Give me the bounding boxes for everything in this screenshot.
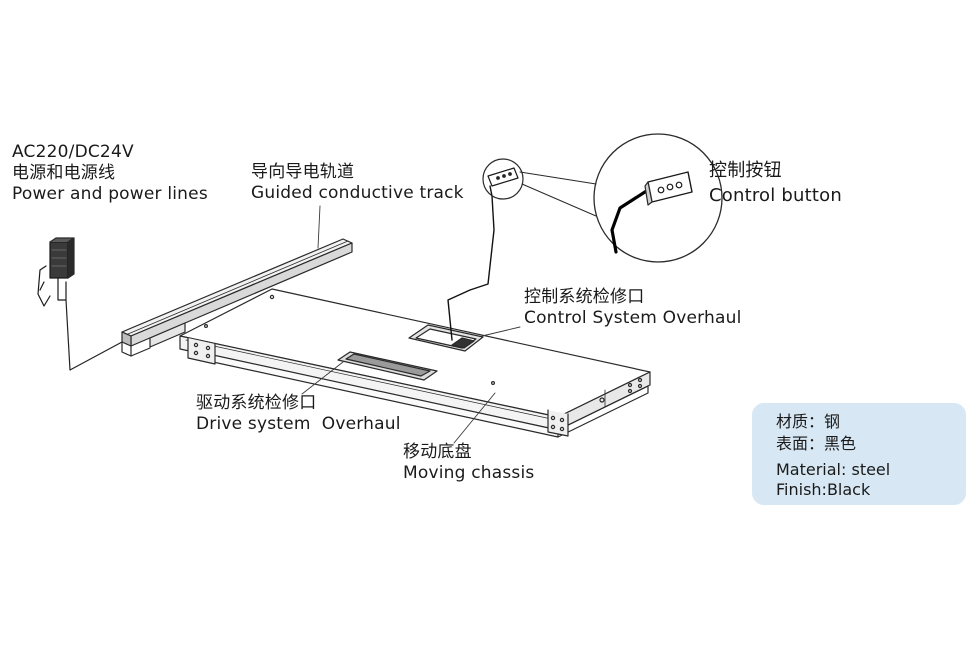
power-label: AC220/DC24V 电源和电源线 Power and power lines [12, 142, 208, 205]
control-overhaul-label: 控制系统检修口 Control System Overhaul [524, 287, 742, 329]
drive-overhaul-label-zh: 驱动系统检修口 [196, 393, 317, 413]
drive-overhaul-slot [337, 351, 438, 381]
control-overhaul-opening [408, 324, 484, 352]
control-button-label-en: Control button [709, 185, 842, 206]
spec-box: 材质：钢 表面：黑色 Material: steel Finish:Black [752, 403, 966, 505]
finish-zh: 表面：黑色 [776, 434, 857, 453]
control-button-label: 控制按钮 Control button [709, 158, 842, 208]
power-spec-text: AC220/DC24V [12, 142, 134, 162]
chassis-label-zh: 移动底盘 [403, 442, 472, 462]
track-label: 导向导电轨道 Guided conductive track [251, 162, 464, 204]
drive-overhaul-label-en: Drive system Overhaul [196, 414, 401, 434]
power-adapter [37, 237, 123, 371]
material-en: Material: steel [776, 460, 891, 479]
leader-lines [301, 205, 521, 444]
power-label-zh: 电源和电源线 [12, 163, 116, 183]
drive-overhaul-label: 驱动系统检修口 Drive system Overhaul [196, 393, 401, 435]
control-button-label-zh: 控制按钮 [709, 160, 782, 181]
moving-chassis [179, 288, 651, 438]
control-overhaul-label-zh: 控制系统检修口 [524, 287, 645, 307]
power-label-en: Power and power lines [12, 184, 208, 204]
zoom-callout [482, 133, 723, 263]
control-overhaul-label-en: Control System Overhaul [524, 308, 742, 328]
finish-en: Finish:Black [776, 480, 871, 499]
track-label-en: Guided conductive track [251, 183, 464, 203]
conductive-track [121, 238, 353, 357]
chassis-label: 移动底盘 Moving chassis [403, 442, 534, 484]
track-label-zh: 导向导电轨道 [251, 162, 355, 182]
chassis-label-en: Moving chassis [403, 463, 535, 483]
material-zh: 材质：钢 [776, 412, 841, 431]
